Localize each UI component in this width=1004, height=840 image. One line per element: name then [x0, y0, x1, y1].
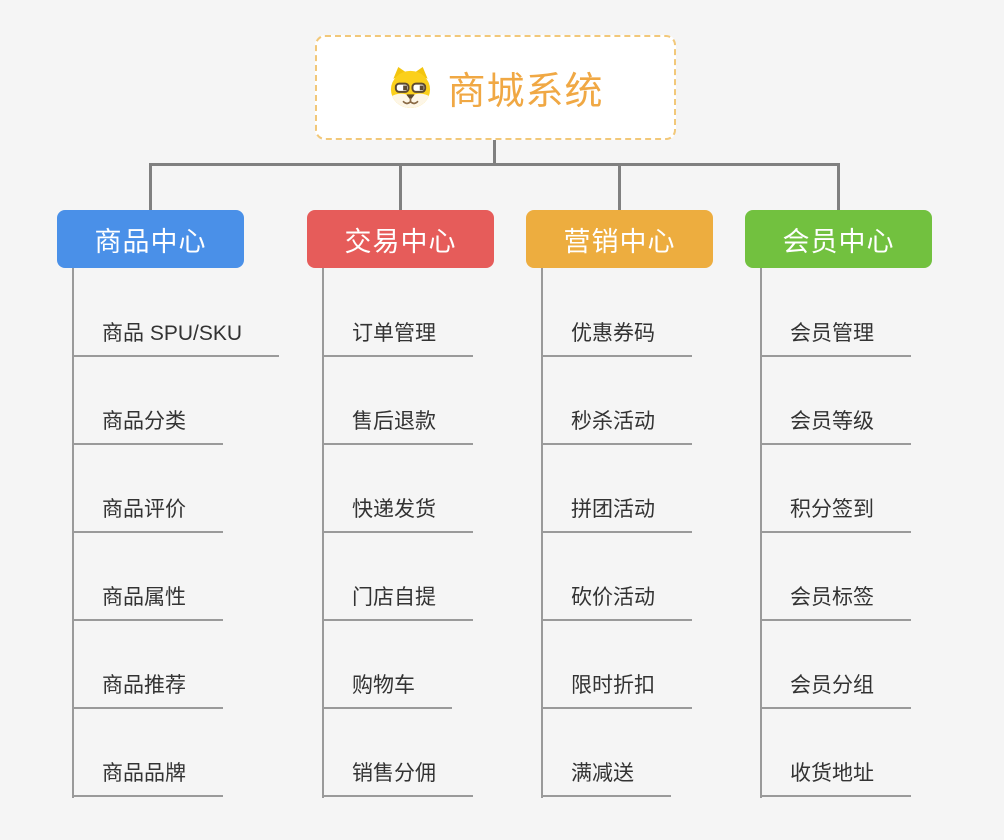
branch-line: [541, 268, 543, 798]
root-title: 商城系统: [447, 71, 604, 113]
topic-item[interactable]: 商品评价: [72, 497, 223, 533]
topic-item[interactable]: 商品推荐: [72, 673, 223, 709]
topic-item[interactable]: 满减送: [541, 761, 671, 797]
branch-node-marketing-center[interactable]: 营销中心: [526, 210, 713, 268]
connector-rail: [149, 163, 840, 166]
topic-item[interactable]: 砍价活动: [541, 585, 692, 621]
topic-item[interactable]: 会员等级: [760, 409, 911, 445]
topic-item[interactable]: 商品属性: [72, 585, 223, 621]
topic-item[interactable]: 商品分类: [72, 409, 223, 445]
connector-root-stem: [493, 140, 496, 165]
branch-node-trade-center[interactable]: 交易中心: [307, 210, 494, 268]
topic-item[interactable]: 秒杀活动: [541, 409, 692, 445]
branch-node-product-center[interactable]: 商品中心: [57, 210, 244, 268]
topic-item[interactable]: 售后退款: [322, 409, 473, 445]
topic-item[interactable]: 优惠券码: [541, 321, 692, 357]
topic-item[interactable]: 收货地址: [760, 761, 911, 797]
topic-item[interactable]: 购物车: [322, 673, 452, 709]
topic-item[interactable]: 商品品牌: [72, 761, 223, 797]
connector-drop-member: [837, 163, 840, 210]
topic-item[interactable]: 会员标签: [760, 585, 911, 621]
connector-drop-trade: [399, 163, 402, 210]
connector-drop-marketing: [618, 163, 621, 210]
topic-item[interactable]: 会员管理: [760, 321, 911, 357]
doge-icon: [387, 65, 434, 110]
topic-item[interactable]: 会员分组: [760, 673, 911, 709]
topic-item[interactable]: 拼团活动: [541, 497, 692, 533]
branch-line: [72, 268, 74, 798]
topic-item[interactable]: 订单管理: [322, 321, 473, 357]
topic-item[interactable]: 积分签到: [760, 497, 911, 533]
topic-item[interactable]: 销售分佣: [322, 761, 473, 797]
root-node[interactable]: 商城系统: [315, 35, 676, 140]
topic-item[interactable]: 门店自提: [322, 585, 473, 621]
branch-line: [760, 268, 762, 798]
connector-drop-product: [149, 163, 152, 210]
branch-line: [322, 268, 324, 798]
topic-item[interactable]: 限时折扣: [541, 673, 692, 709]
branch-node-member-center[interactable]: 会员中心: [745, 210, 932, 268]
topic-item[interactable]: 快递发货: [322, 497, 473, 533]
topic-item[interactable]: 商品 SPU/SKU: [72, 321, 280, 357]
